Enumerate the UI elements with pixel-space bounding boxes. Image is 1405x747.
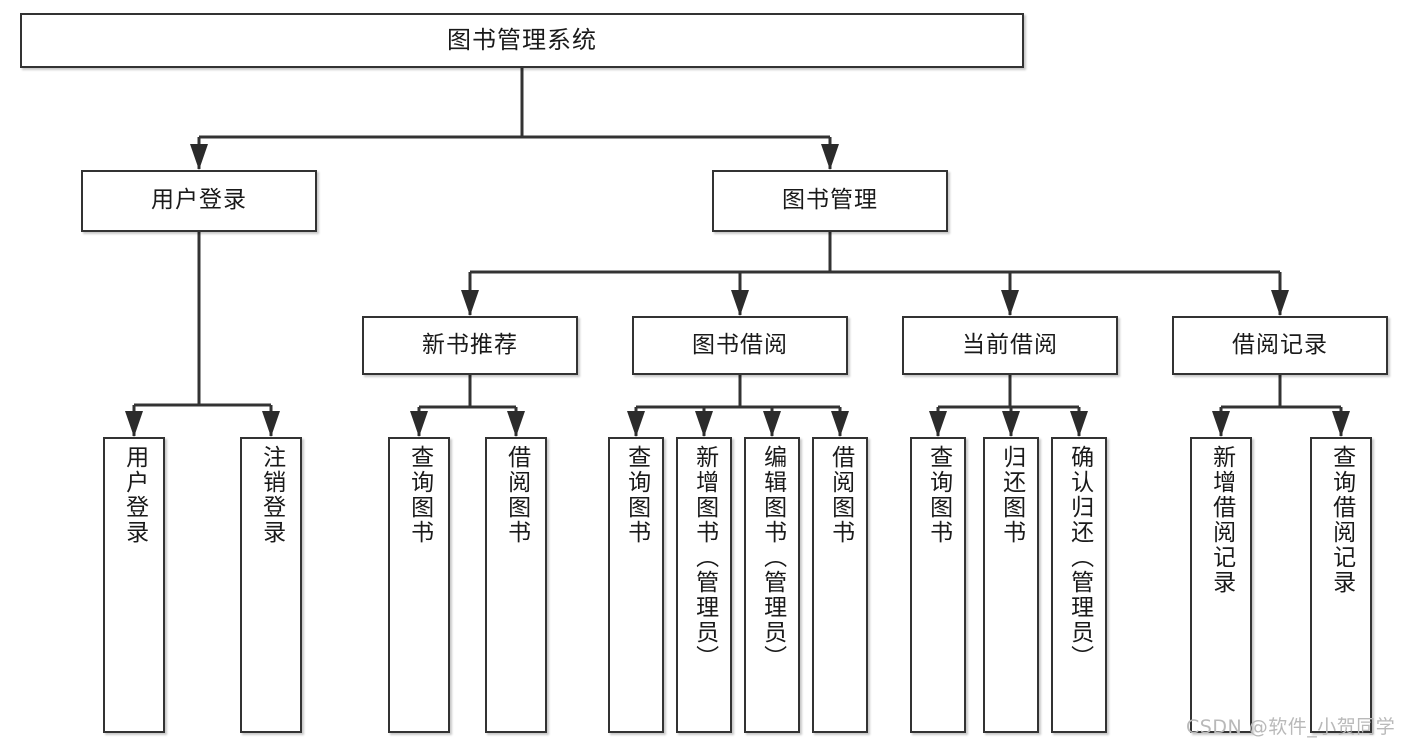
node-label: 图书借阅 — [692, 331, 788, 358]
node-root[interactable]: 图书管理系统 — [20, 13, 1024, 68]
node-label: 查询图书 — [925, 445, 952, 545]
node-label: 用户登录 — [121, 445, 148, 545]
node-label: 图书管理 — [782, 187, 878, 214]
node-label: 新书推荐 — [422, 331, 518, 358]
node-label: 图书管理系统 — [447, 26, 597, 55]
leaf-current-query-book[interactable]: 查询图书 — [910, 437, 966, 733]
node-label: 查询借阅记录 — [1328, 445, 1355, 595]
leaf-user-login[interactable]: 用户登录 — [103, 437, 165, 733]
leaf-newbook-borrow-book[interactable]: 借阅图书 — [485, 437, 547, 733]
node-label: 借阅记录 — [1232, 331, 1328, 358]
node-user-login[interactable]: 用户登录 — [81, 170, 317, 232]
leaf-borrow-edit-book[interactable]: 编辑图书（管理员） — [744, 437, 800, 733]
node-label: 查询图书 — [623, 445, 650, 545]
node-label: 注销登录 — [258, 445, 285, 545]
node-label: 查询图书 — [406, 445, 433, 545]
node-label: 编辑图书（管理员） — [759, 445, 786, 670]
node-current-borrow[interactable]: 当前借阅 — [902, 316, 1118, 375]
node-label: 归还图书 — [998, 445, 1025, 545]
leaf-borrow-query-book[interactable]: 查询图书 — [608, 437, 664, 733]
leaf-current-confirm-return[interactable]: 确认归还（管理员） — [1051, 437, 1107, 733]
leaf-current-return-book[interactable]: 归还图书 — [983, 437, 1039, 733]
node-new-book-recommend[interactable]: 新书推荐 — [362, 316, 578, 375]
node-label: 借阅图书 — [827, 445, 854, 545]
leaf-record-add[interactable]: 新增借阅记录 — [1190, 437, 1252, 733]
node-label: 当前借阅 — [962, 331, 1058, 358]
leaf-newbook-query-book[interactable]: 查询图书 — [388, 437, 450, 733]
leaf-borrow-add-book[interactable]: 新增图书（管理员） — [676, 437, 732, 733]
leaf-record-query[interactable]: 查询借阅记录 — [1310, 437, 1372, 733]
node-label: 确认归还（管理员） — [1066, 445, 1093, 670]
leaf-borrow-borrow-book[interactable]: 借阅图书 — [812, 437, 868, 733]
node-book-management[interactable]: 图书管理 — [712, 170, 948, 232]
node-label: 借阅图书 — [503, 445, 530, 545]
node-borrow-record[interactable]: 借阅记录 — [1172, 316, 1388, 375]
node-label: 用户登录 — [151, 187, 247, 214]
watermark: CSDN @软件_小贺同学 — [1186, 716, 1396, 738]
node-book-borrow[interactable]: 图书借阅 — [632, 316, 848, 375]
node-label: 新增借阅记录 — [1208, 445, 1235, 595]
node-label: 新增图书（管理员） — [691, 445, 718, 670]
leaf-user-logout[interactable]: 注销登录 — [240, 437, 302, 733]
